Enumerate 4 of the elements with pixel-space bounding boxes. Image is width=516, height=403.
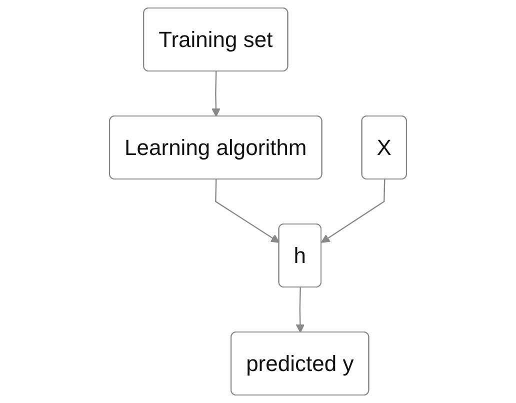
arrow [296,287,305,333]
arrow [212,71,220,117]
arrow [321,179,386,243]
arrow [215,179,280,243]
